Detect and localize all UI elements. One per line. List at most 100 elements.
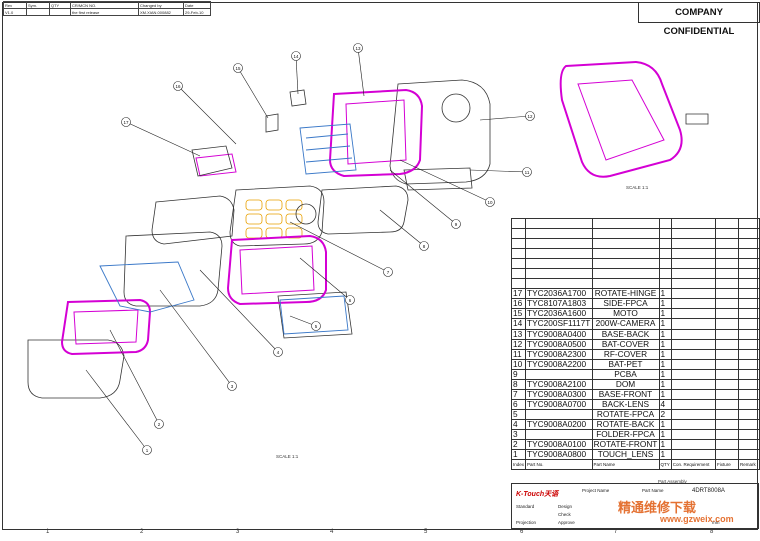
bom-cell (737, 248, 760, 260)
bom-index: 12 (510, 338, 527, 350)
bom-empty-row (510, 268, 760, 280)
camera-part (289, 89, 307, 107)
bom-part-name: BAT-PET (591, 358, 660, 370)
callout-15-label: 15 (235, 66, 241, 71)
callout-17-label: 17 (123, 120, 129, 125)
bom-empty-rows (510, 217, 760, 290)
bom-part-name: PCBA (591, 368, 660, 380)
bom-cell (591, 238, 660, 250)
bom-remark (737, 288, 760, 300)
scale-detail-label: SCALE 1:1 (626, 185, 649, 190)
bom-fixture (715, 449, 739, 461)
bom-cell (670, 228, 717, 240)
bom-requirement (670, 449, 717, 461)
bom-fixture (715, 388, 739, 400)
bom-part-no (525, 428, 593, 441)
bom-part-name: ROTATE-HINGE (591, 288, 660, 300)
bom-remark (737, 358, 760, 370)
bom-cell (525, 228, 593, 240)
bom-part-no: TYC9008A0400 (525, 328, 593, 340)
bom-qty: 1 (658, 428, 672, 441)
callout-5 (311, 321, 321, 331)
bom-cell (715, 217, 739, 230)
units-label: mm (712, 520, 720, 525)
bom-empty-row (510, 238, 760, 250)
bom-cell (525, 258, 593, 270)
callout-6 (345, 295, 355, 305)
bom-cell (510, 278, 527, 290)
bom-cell (670, 238, 717, 250)
ruler-mark: 6 (520, 529, 524, 535)
company-logo: K-Touch天语 (516, 491, 559, 498)
bom-requirement (670, 308, 717, 320)
bom-requirement (670, 418, 717, 430)
bom-remark (737, 408, 760, 420)
bom-index: 8 (510, 378, 527, 390)
bom-requirement (670, 408, 717, 420)
bom-part-no: TYC9008A2200 (525, 358, 593, 370)
bom-cell (510, 248, 527, 260)
callout-6-label: 6 (349, 298, 352, 303)
bom-index: 16 (510, 298, 527, 310)
bom-part-no (525, 368, 593, 380)
bom-cell (670, 217, 717, 230)
bom-remark (737, 368, 760, 380)
bom-remark (737, 449, 760, 461)
bom-cell (525, 238, 593, 250)
bom-cell (737, 268, 760, 280)
bom-requirement (670, 388, 717, 400)
callout-5-label: 5 (315, 324, 318, 329)
bom-cell (591, 278, 660, 290)
callout-17 (121, 117, 131, 127)
bom-part-name: BACK-LENS (591, 398, 660, 410)
bom-qty: 1 (658, 388, 672, 400)
bom-cell (737, 228, 760, 240)
bom-fixture (715, 298, 739, 310)
bom-requirement (670, 328, 717, 340)
bom-qty: 1 (658, 358, 672, 370)
bom-index: 5 (510, 408, 527, 420)
bom-empty-row (510, 228, 760, 240)
bom-cell (525, 248, 593, 260)
bom-fixture (715, 328, 739, 340)
watermark-url: www.gzweix.com (660, 514, 734, 524)
bom-remark (737, 439, 760, 451)
bom-index: 14 (510, 318, 527, 330)
callout-14-label: 14 (293, 54, 299, 59)
bom-cell (715, 238, 739, 250)
watermark-text: 精通维修下载 (618, 500, 697, 515)
bom-index: 11 (510, 348, 527, 360)
bom-qty: 1 (658, 288, 672, 300)
bom-cell (715, 258, 739, 270)
bom-header-partno: Part No. (525, 459, 593, 471)
part-name-label: Part Name (642, 488, 664, 493)
bom-empty-row (510, 258, 760, 270)
bom-part-no: TYC8107A1803 (525, 298, 593, 310)
bom-part-name: BAT-COVER (591, 338, 660, 350)
bom-header-req: Con. Requirement (670, 459, 717, 471)
callout-10-label: 10 (487, 200, 493, 205)
bom-fixture (715, 439, 739, 451)
callout-11-label: 11 (525, 170, 530, 175)
bom-remark (737, 348, 760, 360)
bom-fixture (715, 398, 739, 410)
drawing-number: 4DRT8008A (692, 488, 725, 494)
revision-row: V1.0 the first release XM.XIAN.000882 29… (3, 8, 211, 16)
ruler-mark: 2 (140, 529, 144, 535)
callout-1-label: 1 (146, 448, 149, 453)
approve-label: Approve (558, 520, 575, 525)
bom-index: 4 (510, 418, 527, 430)
bom-cell (658, 228, 672, 240)
ruler-mark: 1 (46, 529, 50, 535)
bom-remark (737, 418, 760, 430)
ruler-mark: 3 (236, 529, 240, 535)
bom-cell (670, 268, 717, 280)
bom-part-no: TYC2036A1700 (525, 288, 593, 300)
bom-cell (525, 268, 593, 280)
callout-2-label: 2 (158, 422, 161, 427)
